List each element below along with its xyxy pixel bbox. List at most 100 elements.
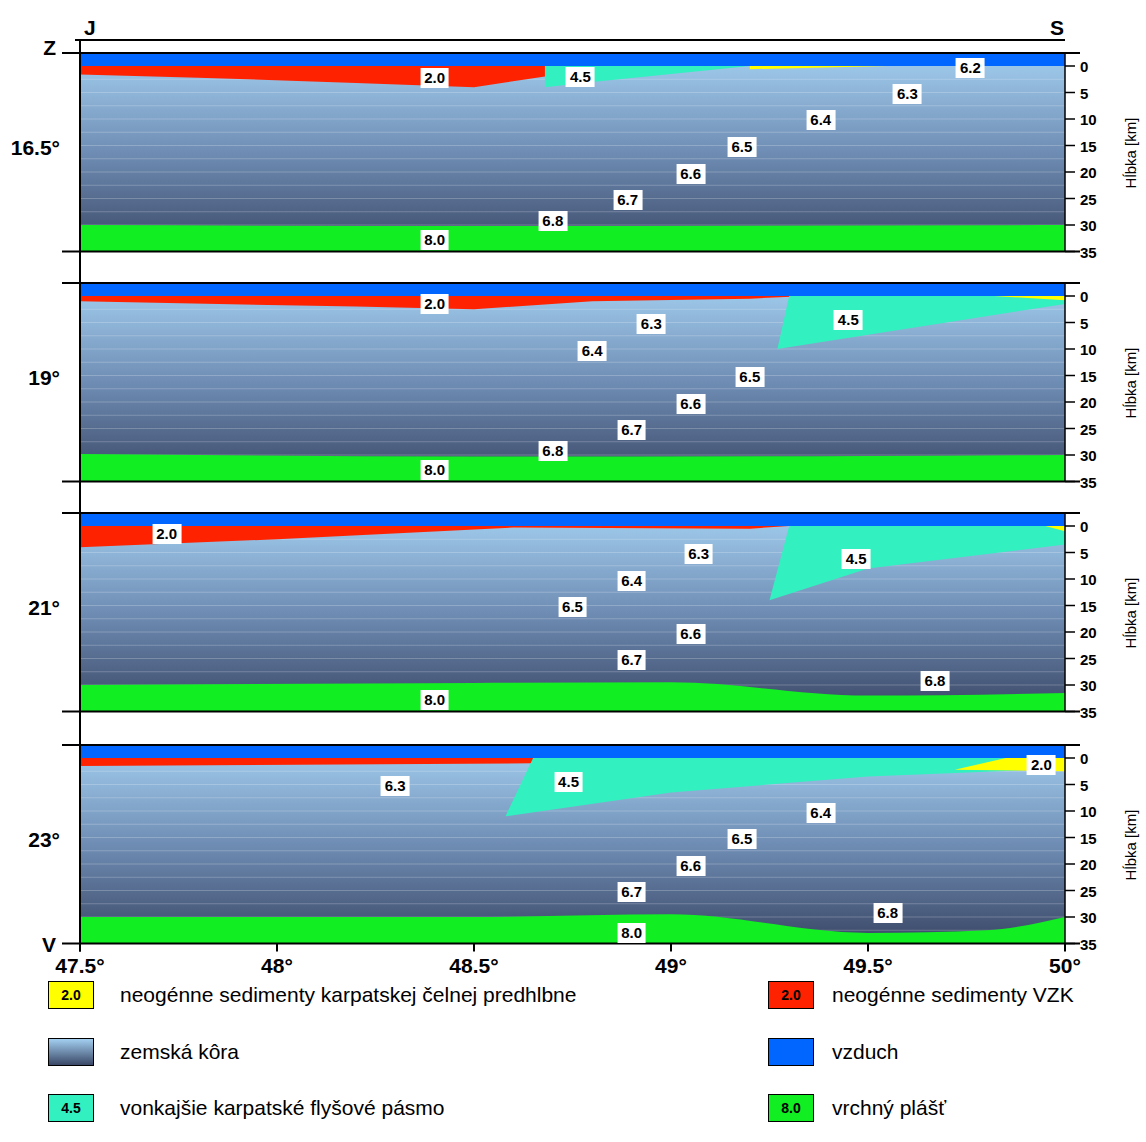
depth-tick [1065, 401, 1075, 403]
upper-mantle [80, 225, 1065, 252]
air [80, 745, 1065, 758]
depth-tick [1065, 525, 1075, 527]
depth-value: 15 [1080, 597, 1097, 614]
lon-tick [473, 944, 475, 952]
foredeep-sediments [1045, 526, 1065, 531]
velocity-value: 6.4 [806, 803, 835, 823]
grid-line [80, 903, 1065, 904]
latitude-tick: 48.5° [449, 954, 498, 978]
upper-mantle [80, 454, 1065, 482]
grid-line [80, 105, 1065, 106]
depth-value: 30 [1080, 447, 1097, 464]
flysch-zone [545, 66, 750, 87]
depth-value: 20 [1080, 164, 1097, 181]
grid-line [80, 402, 1065, 403]
velocity-value: 6.4 [617, 571, 646, 591]
depth-value: 5 [1080, 84, 1088, 101]
velocity-value: 6.2 [956, 58, 985, 78]
lon-axis [79, 40, 81, 952]
basin-sediments [80, 526, 789, 547]
grid-line [80, 441, 1065, 442]
swatch-value: 4.5 [61, 1100, 80, 1116]
grid-line [80, 119, 1065, 120]
depth-value: 5 [1080, 776, 1088, 793]
grid-line [80, 172, 1065, 173]
grid-line [80, 632, 1065, 633]
depth-axis [1064, 745, 1066, 944]
axis-title: Hĺbka [km] [1122, 348, 1139, 419]
depth-axis [1064, 53, 1066, 252]
header-rule [75, 39, 1065, 41]
depth-value: 5 [1080, 314, 1088, 331]
latitude-tick: 50° [1049, 954, 1081, 978]
depth-tick [1065, 631, 1075, 633]
depth-tick [1065, 348, 1075, 350]
velocity-value: 2.0 [152, 524, 181, 544]
latitude-tick: 48° [261, 954, 293, 978]
depth-value: 20 [1080, 856, 1097, 873]
lon-tick [867, 944, 869, 952]
longitude-label: 23° [28, 828, 60, 852]
grid-line [80, 811, 1065, 812]
depth-value: 30 [1080, 909, 1097, 926]
velocity-value: 6.5 [735, 367, 764, 387]
velocity-value: 4.5 [554, 772, 583, 792]
velocity-value: 6.8 [538, 211, 567, 231]
velocity-value: 6.7 [613, 190, 642, 210]
swatch-value: 8.0 [781, 1100, 800, 1116]
depth-tick [1065, 837, 1075, 839]
depth-tick [1065, 552, 1075, 554]
velocity-value: 2.0 [420, 294, 449, 314]
legend-swatch [768, 1038, 814, 1066]
depth-value: 0 [1080, 750, 1088, 767]
lon-tick [79, 944, 81, 952]
legend-text: vzduch [832, 1040, 899, 1064]
depth-tick [1065, 295, 1075, 297]
depth-tick [1065, 375, 1075, 377]
longitude-label: 19° [28, 366, 60, 390]
depth-axis [1064, 513, 1066, 712]
grid-line [80, 349, 1065, 350]
depth-value: 15 [1080, 137, 1097, 154]
panel-edge [62, 282, 1080, 284]
depth-value: 25 [1080, 882, 1097, 899]
grid-line [80, 415, 1065, 416]
section-panel [62, 513, 1080, 712]
lon-tick [670, 944, 672, 952]
depth-value: 30 [1080, 217, 1097, 234]
axis-title: Hĺbka [km] [1122, 118, 1139, 189]
grid-line [80, 388, 1065, 389]
velocity-value: 6.7 [617, 420, 646, 440]
velocity-value: 4.5 [834, 310, 863, 330]
direction-letter: J [84, 16, 96, 40]
velocity-value: 4.5 [842, 549, 871, 569]
depth-value: 35 [1080, 703, 1097, 720]
velocity-value: 6.3 [684, 544, 713, 564]
velocity-value: 6.8 [921, 671, 950, 691]
depth-tick [1065, 890, 1075, 892]
depth-tick [1065, 118, 1075, 120]
direction-letter: S [1050, 16, 1064, 40]
grid-line [80, 335, 1065, 336]
depth-tick [1065, 810, 1075, 812]
depth-tick [1065, 605, 1075, 607]
lon-tick [276, 944, 278, 952]
velocity-value: 6.6 [676, 624, 705, 644]
depth-tick [1065, 916, 1075, 918]
latitude-tick: 49° [655, 954, 687, 978]
upper-mantle [80, 914, 1065, 943]
depth-value: 25 [1080, 190, 1097, 207]
depth-value: 20 [1080, 394, 1097, 411]
crust [80, 513, 1065, 712]
panel-edge [62, 943, 1080, 945]
depth-value: 0 [1080, 288, 1088, 305]
grid-line [80, 455, 1065, 456]
depth-tick [1065, 454, 1075, 456]
grid-line [80, 362, 1065, 363]
depth-tick [1065, 943, 1075, 945]
section-panel [62, 53, 1080, 252]
grid-line [80, 864, 1065, 865]
depth-tick [1065, 145, 1075, 147]
longitude-label: 21° [28, 596, 60, 620]
depth-tick [1065, 684, 1075, 686]
